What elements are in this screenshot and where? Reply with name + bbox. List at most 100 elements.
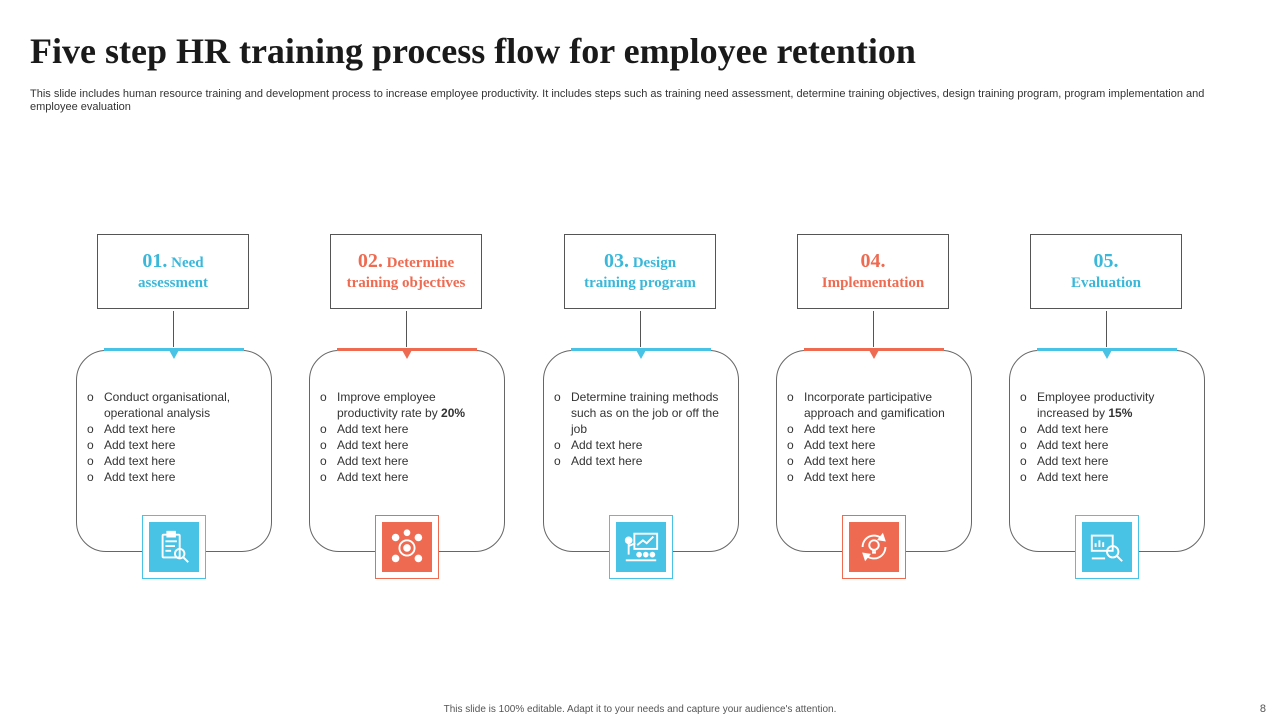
bullet-item: Add text here bbox=[1019, 437, 1199, 453]
bullet-highlight: 20% bbox=[441, 406, 466, 420]
step-number: 05. bbox=[1093, 249, 1119, 272]
step-title-part: Determine bbox=[386, 254, 455, 271]
bullet-text: Determine training methods such as on th… bbox=[571, 390, 719, 436]
card-accent-bar bbox=[337, 348, 477, 351]
bullet-text: Add text here bbox=[571, 438, 643, 452]
bullet-highlight: 15% bbox=[1108, 406, 1133, 420]
connector-line bbox=[406, 311, 407, 347]
bullet-text: Add text here bbox=[1037, 454, 1109, 468]
connector-line bbox=[173, 311, 174, 347]
step-heading-line2: Evaluation bbox=[1070, 274, 1142, 291]
step-heading-line2: Implementation bbox=[821, 274, 925, 291]
step-number: 01. bbox=[142, 249, 168, 272]
bullet-text: Add text here bbox=[337, 438, 409, 452]
footer-note: This slide is 100% editable. Adapt it to… bbox=[443, 704, 837, 715]
chart-magnifier-icon bbox=[1082, 522, 1132, 572]
bullet-list: Incorporate participative approach and g… bbox=[786, 389, 966, 485]
step-heading-line1: 04. bbox=[861, 251, 886, 273]
bullet-item: Add text here bbox=[786, 437, 966, 453]
down-arrow-icon bbox=[169, 350, 179, 359]
bullet-item: Add text here bbox=[786, 453, 966, 469]
card-accent-bar bbox=[804, 348, 944, 351]
card-accent-bar bbox=[104, 348, 244, 351]
bullet-text: Add text here bbox=[337, 454, 409, 468]
bullet-item: Incorporate participative approach and g… bbox=[786, 389, 966, 421]
bullet-item: Add text here bbox=[1019, 453, 1199, 469]
step-heading-line1: 05. bbox=[1094, 251, 1119, 273]
bullet-item: Add text here bbox=[86, 437, 266, 453]
bullet-text: Add text here bbox=[104, 470, 176, 484]
step-icon-frame bbox=[142, 515, 206, 579]
step-title-part: Design bbox=[632, 254, 677, 271]
step-number: 03. bbox=[603, 249, 629, 272]
bullet-item: Add text here bbox=[86, 469, 266, 485]
bullet-text: Add text here bbox=[571, 454, 643, 468]
step-heading-box: 05.Evaluation bbox=[1030, 234, 1182, 309]
bullet-item: Improve employee productivity rate by 20… bbox=[319, 389, 499, 421]
bullet-item: Add text here bbox=[553, 453, 733, 469]
step-icon-frame bbox=[1075, 515, 1139, 579]
bullet-item: Add text here bbox=[1019, 469, 1199, 485]
bullet-text: Employee productivity increased by bbox=[1037, 390, 1155, 420]
bullet-item: Add text here bbox=[786, 421, 966, 437]
bullet-text: Add text here bbox=[337, 470, 409, 484]
connector-line bbox=[1106, 311, 1107, 347]
step-number: 04. bbox=[860, 249, 886, 272]
bullet-text: Add text here bbox=[804, 454, 876, 468]
step-heading-line2: training program bbox=[584, 274, 696, 291]
bullet-item: Add text here bbox=[86, 421, 266, 437]
target-people-icon bbox=[382, 522, 432, 572]
card-accent-bar bbox=[1037, 348, 1177, 351]
card-accent-bar bbox=[571, 348, 711, 351]
bullet-item: Add text here bbox=[1019, 421, 1199, 437]
bullet-text: Add text here bbox=[104, 454, 176, 468]
bullet-item: Conduct organisational, operational anal… bbox=[86, 389, 266, 421]
bullet-list: Improve employee productivity rate by 20… bbox=[319, 389, 499, 485]
bullet-item: Employee productivity increased by 15% bbox=[1019, 389, 1199, 421]
presentation-board-icon bbox=[616, 522, 666, 572]
bullet-item: Determine training methods such as on th… bbox=[553, 389, 733, 437]
clipboard-search-icon bbox=[149, 522, 199, 572]
bullet-text: Add text here bbox=[1037, 422, 1109, 436]
bullet-text: Add text here bbox=[104, 422, 176, 436]
step-icon-frame bbox=[842, 515, 906, 579]
bullet-item: Add text here bbox=[86, 453, 266, 469]
bullet-list: Employee productivity increased by 15%Ad… bbox=[1019, 389, 1199, 485]
bullet-list: Conduct organisational, operational anal… bbox=[86, 389, 266, 485]
step-icon-frame bbox=[609, 515, 673, 579]
step-heading-line2: assessment bbox=[138, 274, 208, 291]
step-heading-line1: 03. Design bbox=[604, 251, 676, 273]
process-step-4: 04.ImplementationIncorporate participati… bbox=[776, 234, 972, 580]
bullet-list: Determine training methods such as on th… bbox=[553, 389, 733, 469]
bullet-text: Add text here bbox=[1037, 470, 1109, 484]
page-subtitle: This slide includes human resource train… bbox=[30, 88, 1205, 113]
down-arrow-icon bbox=[1102, 350, 1112, 359]
bullet-text: Add text here bbox=[104, 438, 176, 452]
connector-line bbox=[873, 311, 874, 347]
bullet-item: Add text here bbox=[319, 437, 499, 453]
page-title: Five step HR training process flow for e… bbox=[30, 31, 916, 71]
bullet-text: Add text here bbox=[804, 422, 876, 436]
bullet-text: Improve employee productivity rate by bbox=[337, 390, 442, 420]
step-title-part: Need bbox=[171, 254, 204, 271]
bullet-text: Incorporate participative approach and g… bbox=[804, 390, 945, 420]
step-icon-frame bbox=[375, 515, 439, 579]
page-number: 8 bbox=[1259, 703, 1266, 715]
bullet-item: Add text here bbox=[553, 437, 733, 453]
bullet-text: Add text here bbox=[1037, 438, 1109, 452]
bullet-text: Add text here bbox=[804, 438, 876, 452]
bullet-item: Add text here bbox=[319, 469, 499, 485]
bullet-item: Add text here bbox=[786, 469, 966, 485]
down-arrow-icon bbox=[402, 350, 412, 359]
step-heading-line1: 01. Need bbox=[142, 251, 203, 273]
connector-line bbox=[640, 311, 641, 347]
bullet-item: Add text here bbox=[319, 453, 499, 469]
step-number: 02. bbox=[357, 249, 383, 272]
step-heading-line1: 02. Determine bbox=[358, 251, 454, 273]
bullet-item: Add text here bbox=[319, 421, 499, 437]
